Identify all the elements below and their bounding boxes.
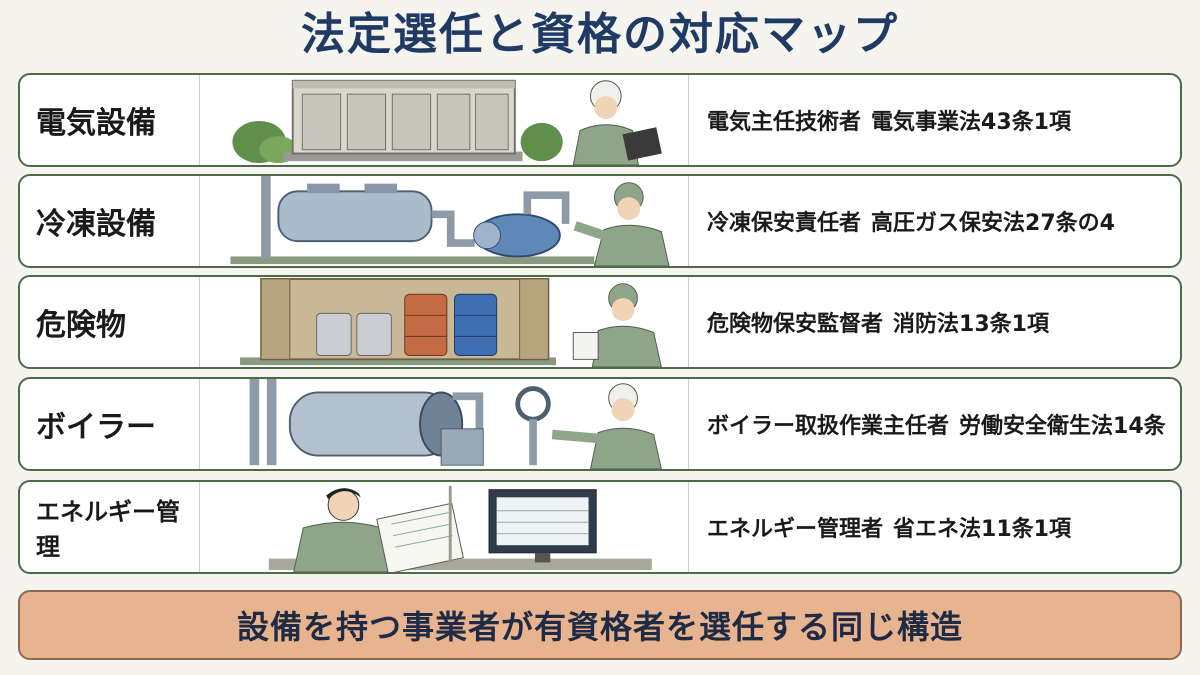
qualification-name: ボイラー取扱作業主任者 [707, 414, 950, 439]
row-hazmat: 危険物 危険物保安監督者 消防法13条1項 [18, 275, 1182, 369]
law-reference: 消防法13条1項 [893, 312, 1049, 337]
qualification-info: 冷凍保安責任者 高圧ガス保安法27条の4 [688, 176, 1180, 266]
qualification-name: 冷凍保安責任者 [707, 211, 862, 236]
boiler-illustration [201, 379, 687, 469]
summary-banner: 設備を持つ事業者が有資格者を選任する同じ構造 [18, 590, 1182, 660]
row-boiler: ボイラー ボイラー取扱作業主任者 労働安全衛生法14条 [18, 377, 1182, 471]
qualification-name: 電気主任技術者 [707, 110, 862, 135]
law-reference: 電気事業法43条1項 [871, 110, 1071, 135]
qualification-info: ボイラー取扱作業主任者 労働安全衛生法14条 [688, 379, 1180, 469]
category-label: 危険物 [20, 277, 200, 367]
row-energy: エネルギー管理 エネルギー管理者 省エネ法11条1項 [18, 480, 1182, 574]
page-title: 法定選任と資格の対応マップ [301, 9, 899, 60]
qualification-info: 電気主任技術者 電気事業法43条1項 [688, 75, 1180, 165]
row-refrigeration: 冷凍設備 冷凍保安責任者 高圧ガス保安法27条の4 [18, 174, 1182, 268]
row-electrical: 電気設備 電気主任技術者 電気事業法43条1項 [18, 73, 1182, 167]
law-reference: 高圧ガス保安法27条の4 [871, 211, 1115, 236]
category-label: 冷凍設備 [20, 176, 200, 266]
qualification-info: 危険物保安監督者 消防法13条1項 [688, 277, 1180, 367]
hazmat-storage-illustration [201, 277, 687, 367]
qualification-name: 危険物保安監督者 [707, 312, 884, 337]
law-reference: 労働安全衛生法14条 [959, 414, 1166, 439]
category-label: ボイラー [20, 379, 200, 469]
substation-illustration [201, 75, 687, 165]
category-label: エネルギー管理 [20, 482, 200, 572]
refrigeration-illustration [201, 176, 687, 266]
law-reference: 省エネ法11条1項 [893, 517, 1071, 542]
qualification-info: エネルギー管理者 省エネ法11条1項 [688, 482, 1180, 572]
energy-office-illustration [201, 482, 687, 572]
category-label: 電気設備 [20, 75, 200, 165]
qualification-name: エネルギー管理者 [707, 517, 884, 542]
